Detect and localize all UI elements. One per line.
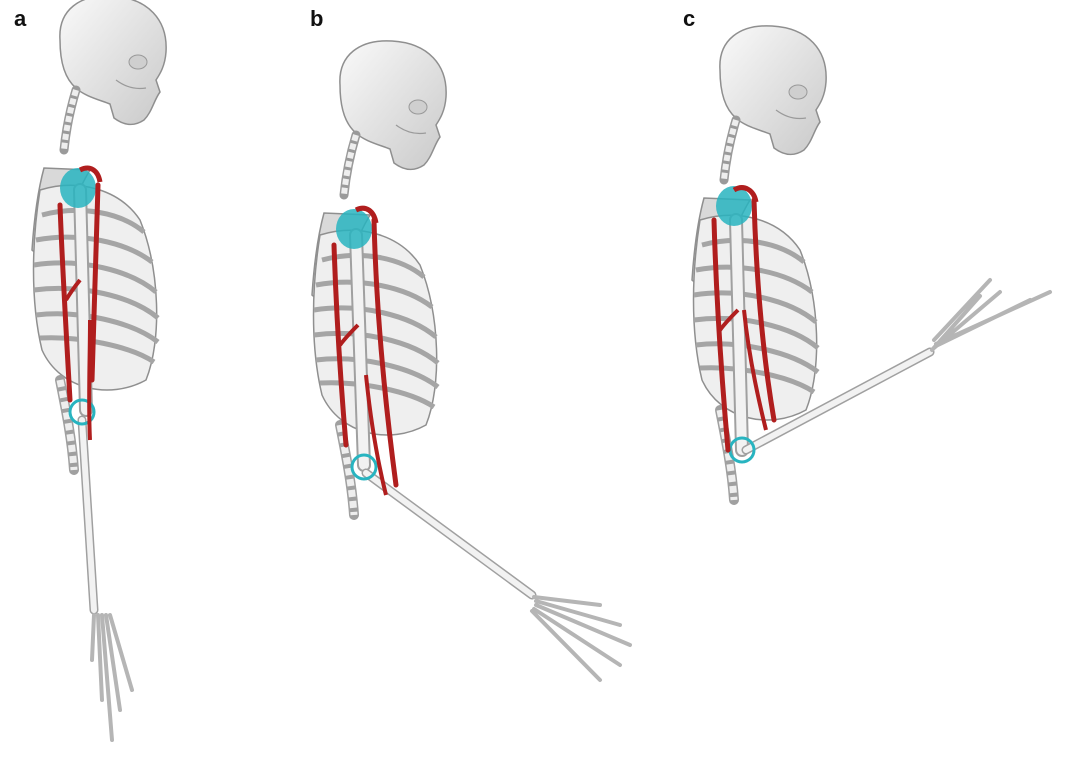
- panel-label-c: c: [683, 6, 695, 32]
- panel-label-a: a: [14, 6, 26, 32]
- skeleton-panel-c: [692, 26, 1050, 500]
- panel-label-b: b: [310, 6, 323, 32]
- skeleton-panel-b: [312, 41, 630, 680]
- skeleton-panel-a: [32, 0, 166, 740]
